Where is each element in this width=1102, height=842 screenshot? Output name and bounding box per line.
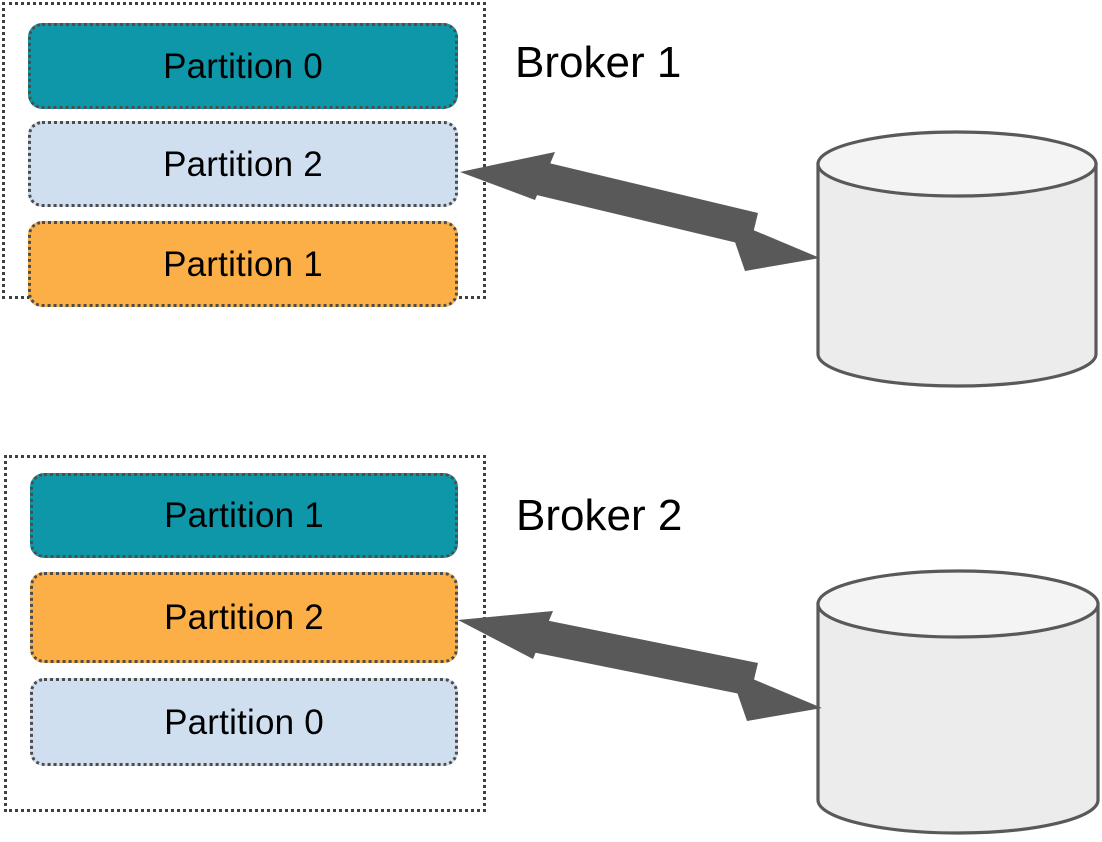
broker-1-label: Broker 1 <box>515 38 682 87</box>
partition-label: Partition 1 <box>164 496 324 535</box>
partition-label: Partition 2 <box>163 144 323 184</box>
broker-2-partition-2[interactable]: Partition 2 <box>30 572 458 663</box>
arrow-shaft <box>522 617 758 696</box>
partition-label: Partition 1 <box>163 244 323 284</box>
arrow-head-right <box>727 219 820 271</box>
broker-1-storage-cylinder[interactable] <box>816 130 1098 388</box>
cylinder-body <box>816 602 1100 835</box>
broker-1-partition-0[interactable]: Partition 0 <box>28 23 458 109</box>
broker-2-storage-cylinder[interactable] <box>816 569 1100 836</box>
cylinder-top <box>816 569 1100 639</box>
partition-label: Partition 0 <box>164 702 324 742</box>
cylinder-body <box>816 162 1098 388</box>
cylinder-top <box>816 130 1098 198</box>
broker-1-bidirectional-arrow[interactable] <box>460 152 820 271</box>
broker-1-partition-1[interactable]: Partition 1 <box>28 221 458 307</box>
partition-label: Partition 2 <box>164 598 324 637</box>
broker-2-partition-1[interactable]: Partition 1 <box>30 473 458 558</box>
broker-1-partition-2[interactable]: Partition 2 <box>28 121 458 207</box>
broker-2-label: Broker 2 <box>516 491 683 540</box>
broker-2-bidirectional-arrow[interactable] <box>458 611 822 721</box>
arrow-head-right <box>729 669 822 721</box>
arrow-shaft <box>524 159 758 246</box>
partition-label: Partition 0 <box>163 46 323 86</box>
broker-2-partition-0[interactable]: Partition 0 <box>30 678 458 766</box>
